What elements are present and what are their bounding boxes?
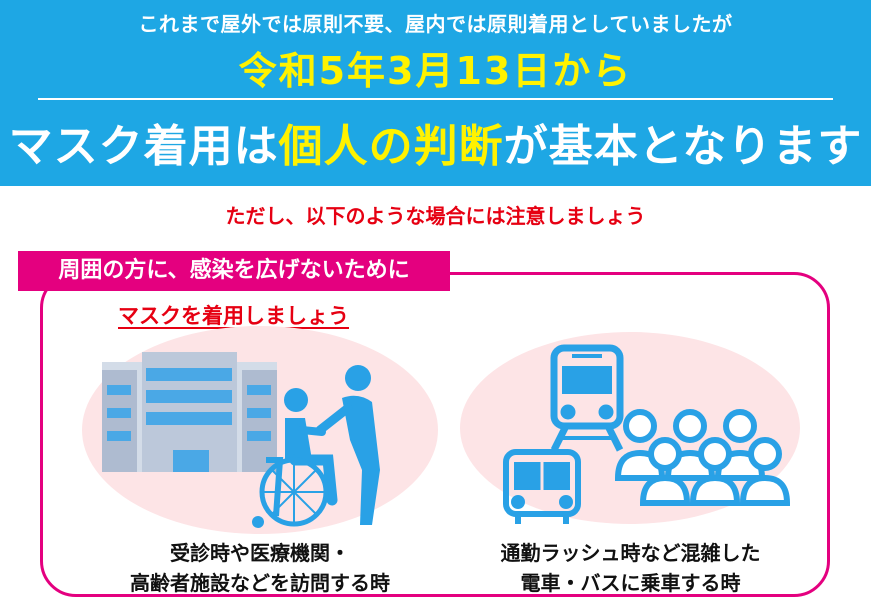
commute-illustration [460, 332, 800, 524]
hospital-visit-illustration [82, 326, 438, 534]
wheelchair-caregiver-icon [252, 365, 380, 528]
headline-highlight: 個人の判断 [278, 121, 504, 172]
header-headline: マスク着用は個人の判断が基本となります [0, 110, 871, 174]
left-caption-line2: 高齢者施設などを訪問する時 [130, 571, 390, 595]
panel-subheading: マスクを着用しましょう [118, 304, 349, 328]
train-icon [550, 344, 624, 452]
left-caption-line1: 受診時や医療機関・ [170, 541, 350, 565]
right-caption: 通勤ラッシュ時など混雑した 電車・バスに乗車する時 [458, 538, 803, 598]
right-caption-line1: 通勤ラッシュ時など混雑した [500, 541, 761, 565]
header-divider [38, 98, 833, 100]
header-date: 令和5年3月13日から [238, 49, 633, 93]
right-caption-line2: 電車・バスに乗車する時 [520, 571, 741, 595]
bus-icon [503, 449, 581, 524]
headline-post: が基本となります [503, 121, 863, 172]
header-banner: これまで屋外では原則不要、屋内では原則着用としていましたが 令和5年3月13日か… [0, 0, 871, 186]
crowd-icon [614, 409, 791, 506]
left-caption: 受診時や医療機関・ 高齢者施設などを訪問する時 [80, 538, 440, 598]
panel-tag: 周囲の方に、感染を広げないために [18, 251, 450, 291]
notice-text: ただし、以下のような場合には注意しましょう [225, 204, 646, 228]
hospital-building-icon [102, 352, 277, 472]
headline-pre: マスク着用は [8, 121, 279, 172]
header-lead-text: これまで屋外では原則不要、屋内では原則着用としていましたが [138, 12, 733, 36]
